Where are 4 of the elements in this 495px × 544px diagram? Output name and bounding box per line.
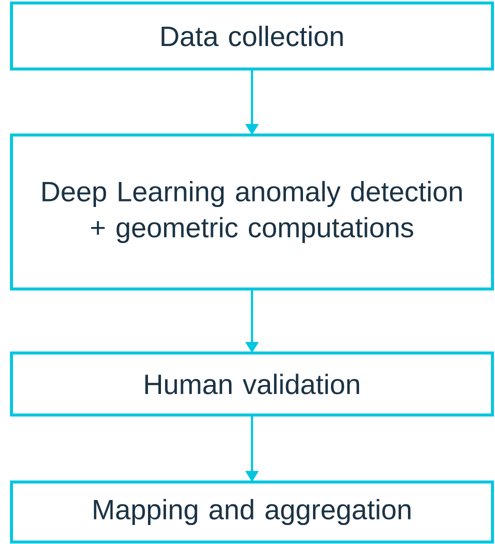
process-box: Deep Learning anomaly detection + geometric computations: [10, 134, 494, 290]
process-box: Human validation: [10, 352, 494, 416]
process-box: Data collection: [10, 2, 494, 70]
process-box: Mapping and aggregation: [10, 480, 494, 544]
